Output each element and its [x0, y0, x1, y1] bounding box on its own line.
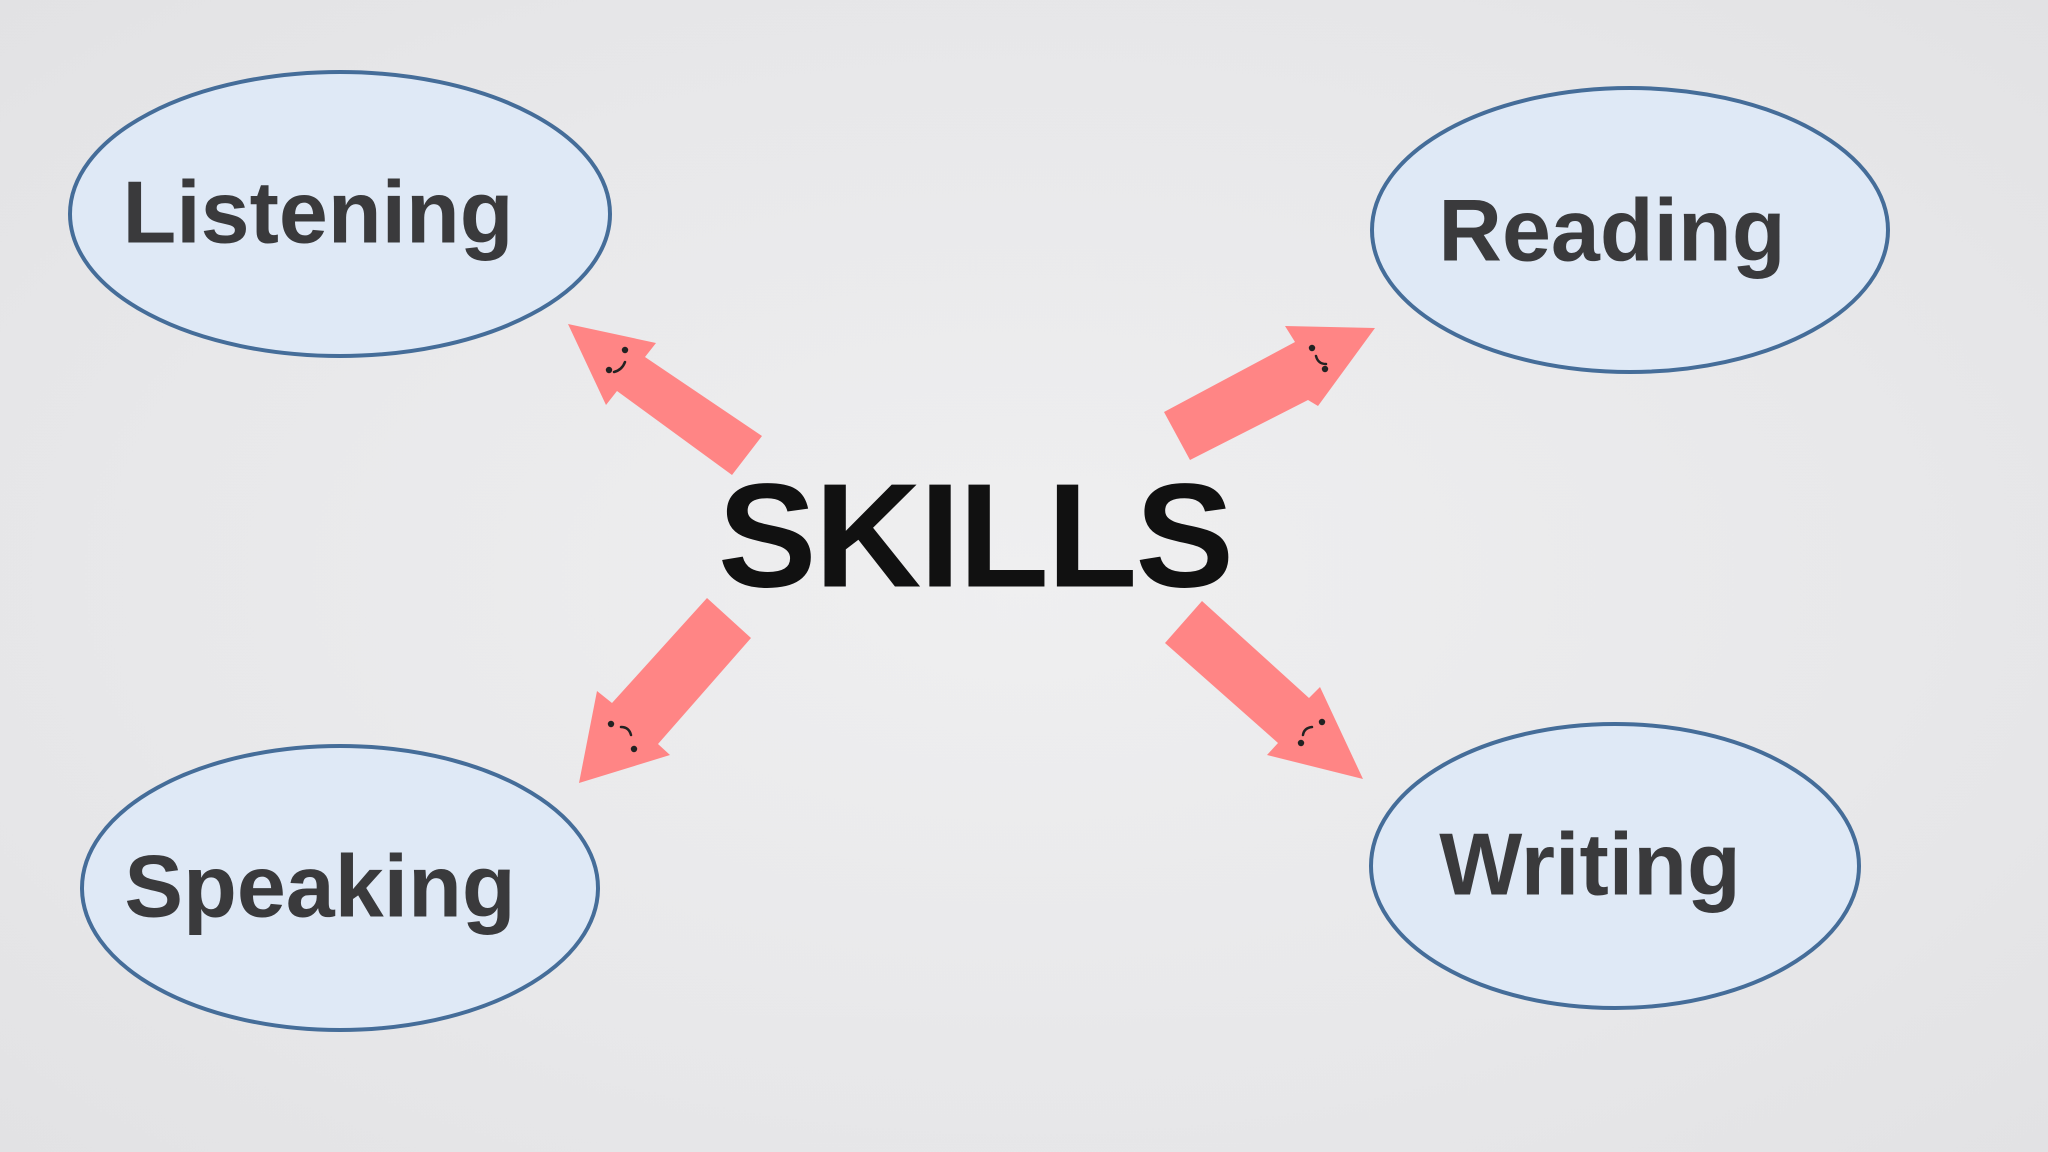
center-skills-title: SKILLS: [718, 454, 1232, 619]
node-listening-ellipse: [68, 70, 612, 358]
node-speaking-label: Speaking: [124, 837, 515, 936]
arrow-to-reading: [1164, 326, 1375, 460]
arrow-to-writing-shape: [1165, 601, 1363, 779]
node-listening-label: Listening: [122, 163, 513, 262]
node-reading: Reading: [1370, 86, 1890, 374]
arrow-to-listening: [568, 324, 762, 475]
arrow-to-listening-face-icon: [605, 346, 629, 374]
node-reading-ellipse: [1370, 86, 1890, 374]
node-writing-label: Writing: [1439, 815, 1740, 914]
node-speaking: Speaking: [80, 744, 600, 1032]
node-writing-ellipse: [1369, 722, 1861, 1010]
node-listening: Listening: [68, 70, 612, 358]
arrow-to-reading-face-icon: [1308, 344, 1329, 373]
arrow-to-speaking-face-icon: [607, 720, 638, 753]
node-reading-label: Reading: [1438, 181, 1785, 280]
node-speaking-ellipse: [80, 744, 600, 1032]
arrow-to-speaking: [579, 598, 751, 783]
arrow-to-speaking-shape: [579, 598, 751, 783]
arrow-to-reading-shape: [1164, 326, 1375, 460]
arrow-to-writing-face-icon: [1297, 718, 1326, 747]
arrow-to-listening-shape: [568, 324, 762, 475]
arrow-to-writing: [1165, 601, 1363, 779]
node-writing: Writing: [1369, 722, 1861, 1010]
